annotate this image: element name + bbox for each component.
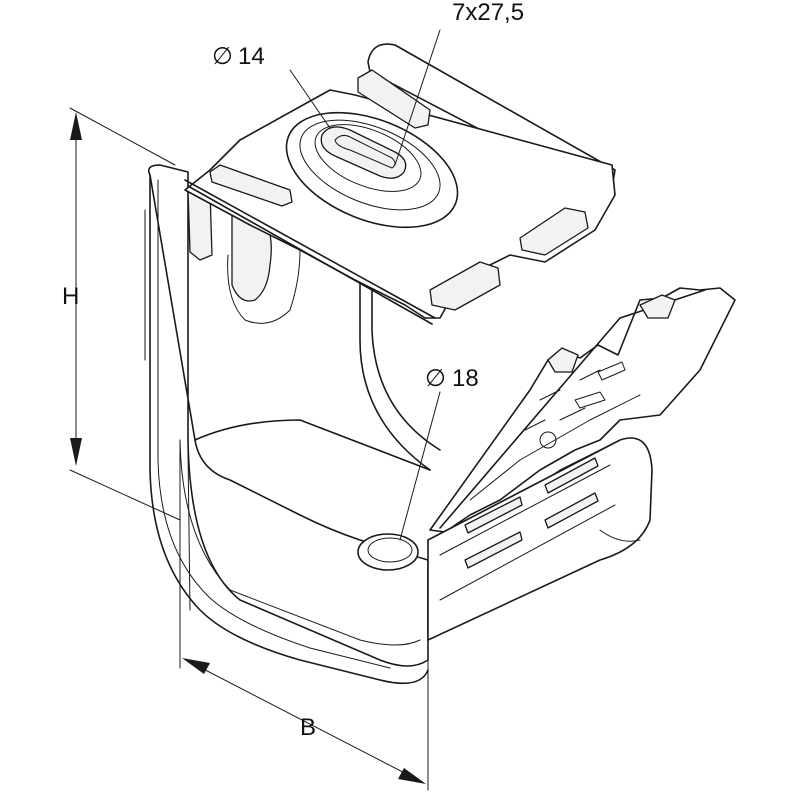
diameter-symbol: ∅ — [212, 43, 233, 70]
label-hole-top: ∅ 14 — [212, 43, 265, 70]
height-label: H — [62, 283, 79, 310]
bottom-hole — [357, 533, 419, 571]
front-rail — [427, 437, 653, 641]
hinged-lid — [429, 287, 736, 533]
leader-lines — [289, 29, 441, 541]
diameter-symbol: ∅ — [425, 365, 446, 392]
slot-label: 7x27,5 — [452, 0, 524, 26]
width-label: B — [300, 714, 316, 741]
hole-bottom-label: 18 — [452, 365, 479, 392]
keyhole-slot — [320, 126, 407, 179]
height-dimension — [69, 107, 181, 521]
hole-top-label: 14 — [238, 43, 265, 70]
clamp-body — [147, 164, 431, 685]
top-boss — [285, 111, 459, 229]
label-hole-bottom: ∅ 18 — [425, 365, 479, 392]
